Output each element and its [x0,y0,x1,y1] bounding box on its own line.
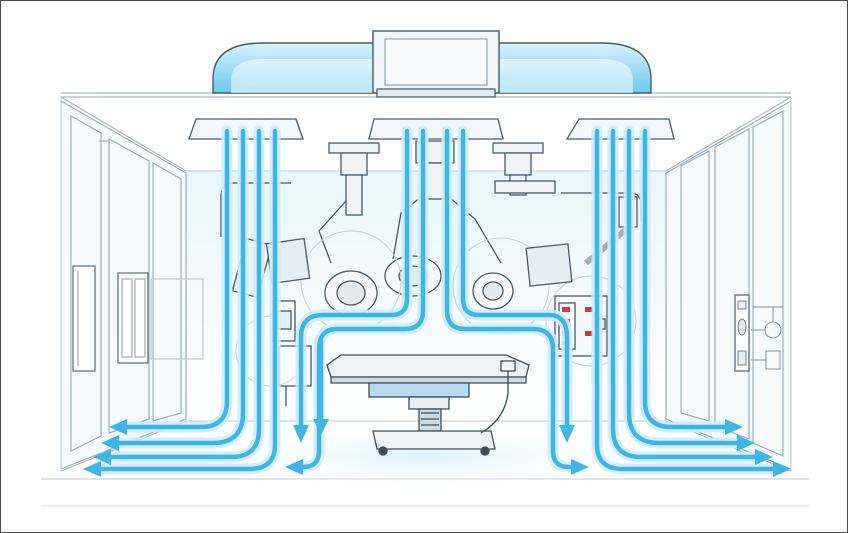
door-left [72,265,204,372]
airflow-arrow [594,128,778,472]
monitor-right [525,243,573,287]
airflow-arrow [122,128,230,430]
airflow-arrow [296,128,426,470]
floor-glow [185,421,665,491]
ceiling-diffuser-center [368,118,504,140]
airflow-arrows [83,125,791,477]
airflow-arrow [626,128,742,446]
airflow-arrow [106,128,262,460]
airflow-arrow [444,128,576,470]
ceiling-diffuser-right [565,118,675,140]
arrowheads [83,419,791,477]
operating-table [326,354,530,456]
surgical-lights [318,140,556,316]
ceiling-plenum [212,30,652,98]
airflow-arrow [642,128,730,430]
airflow-arrow [610,128,760,460]
airflow-arrow [96,128,278,472]
airflow-arrow [460,128,570,430]
right-wall [665,99,792,470]
wall-control-panel [734,294,783,372]
foreground-lines [60,97,792,471]
airflow-arrow [114,128,246,446]
airflow-arrow [298,128,410,430]
